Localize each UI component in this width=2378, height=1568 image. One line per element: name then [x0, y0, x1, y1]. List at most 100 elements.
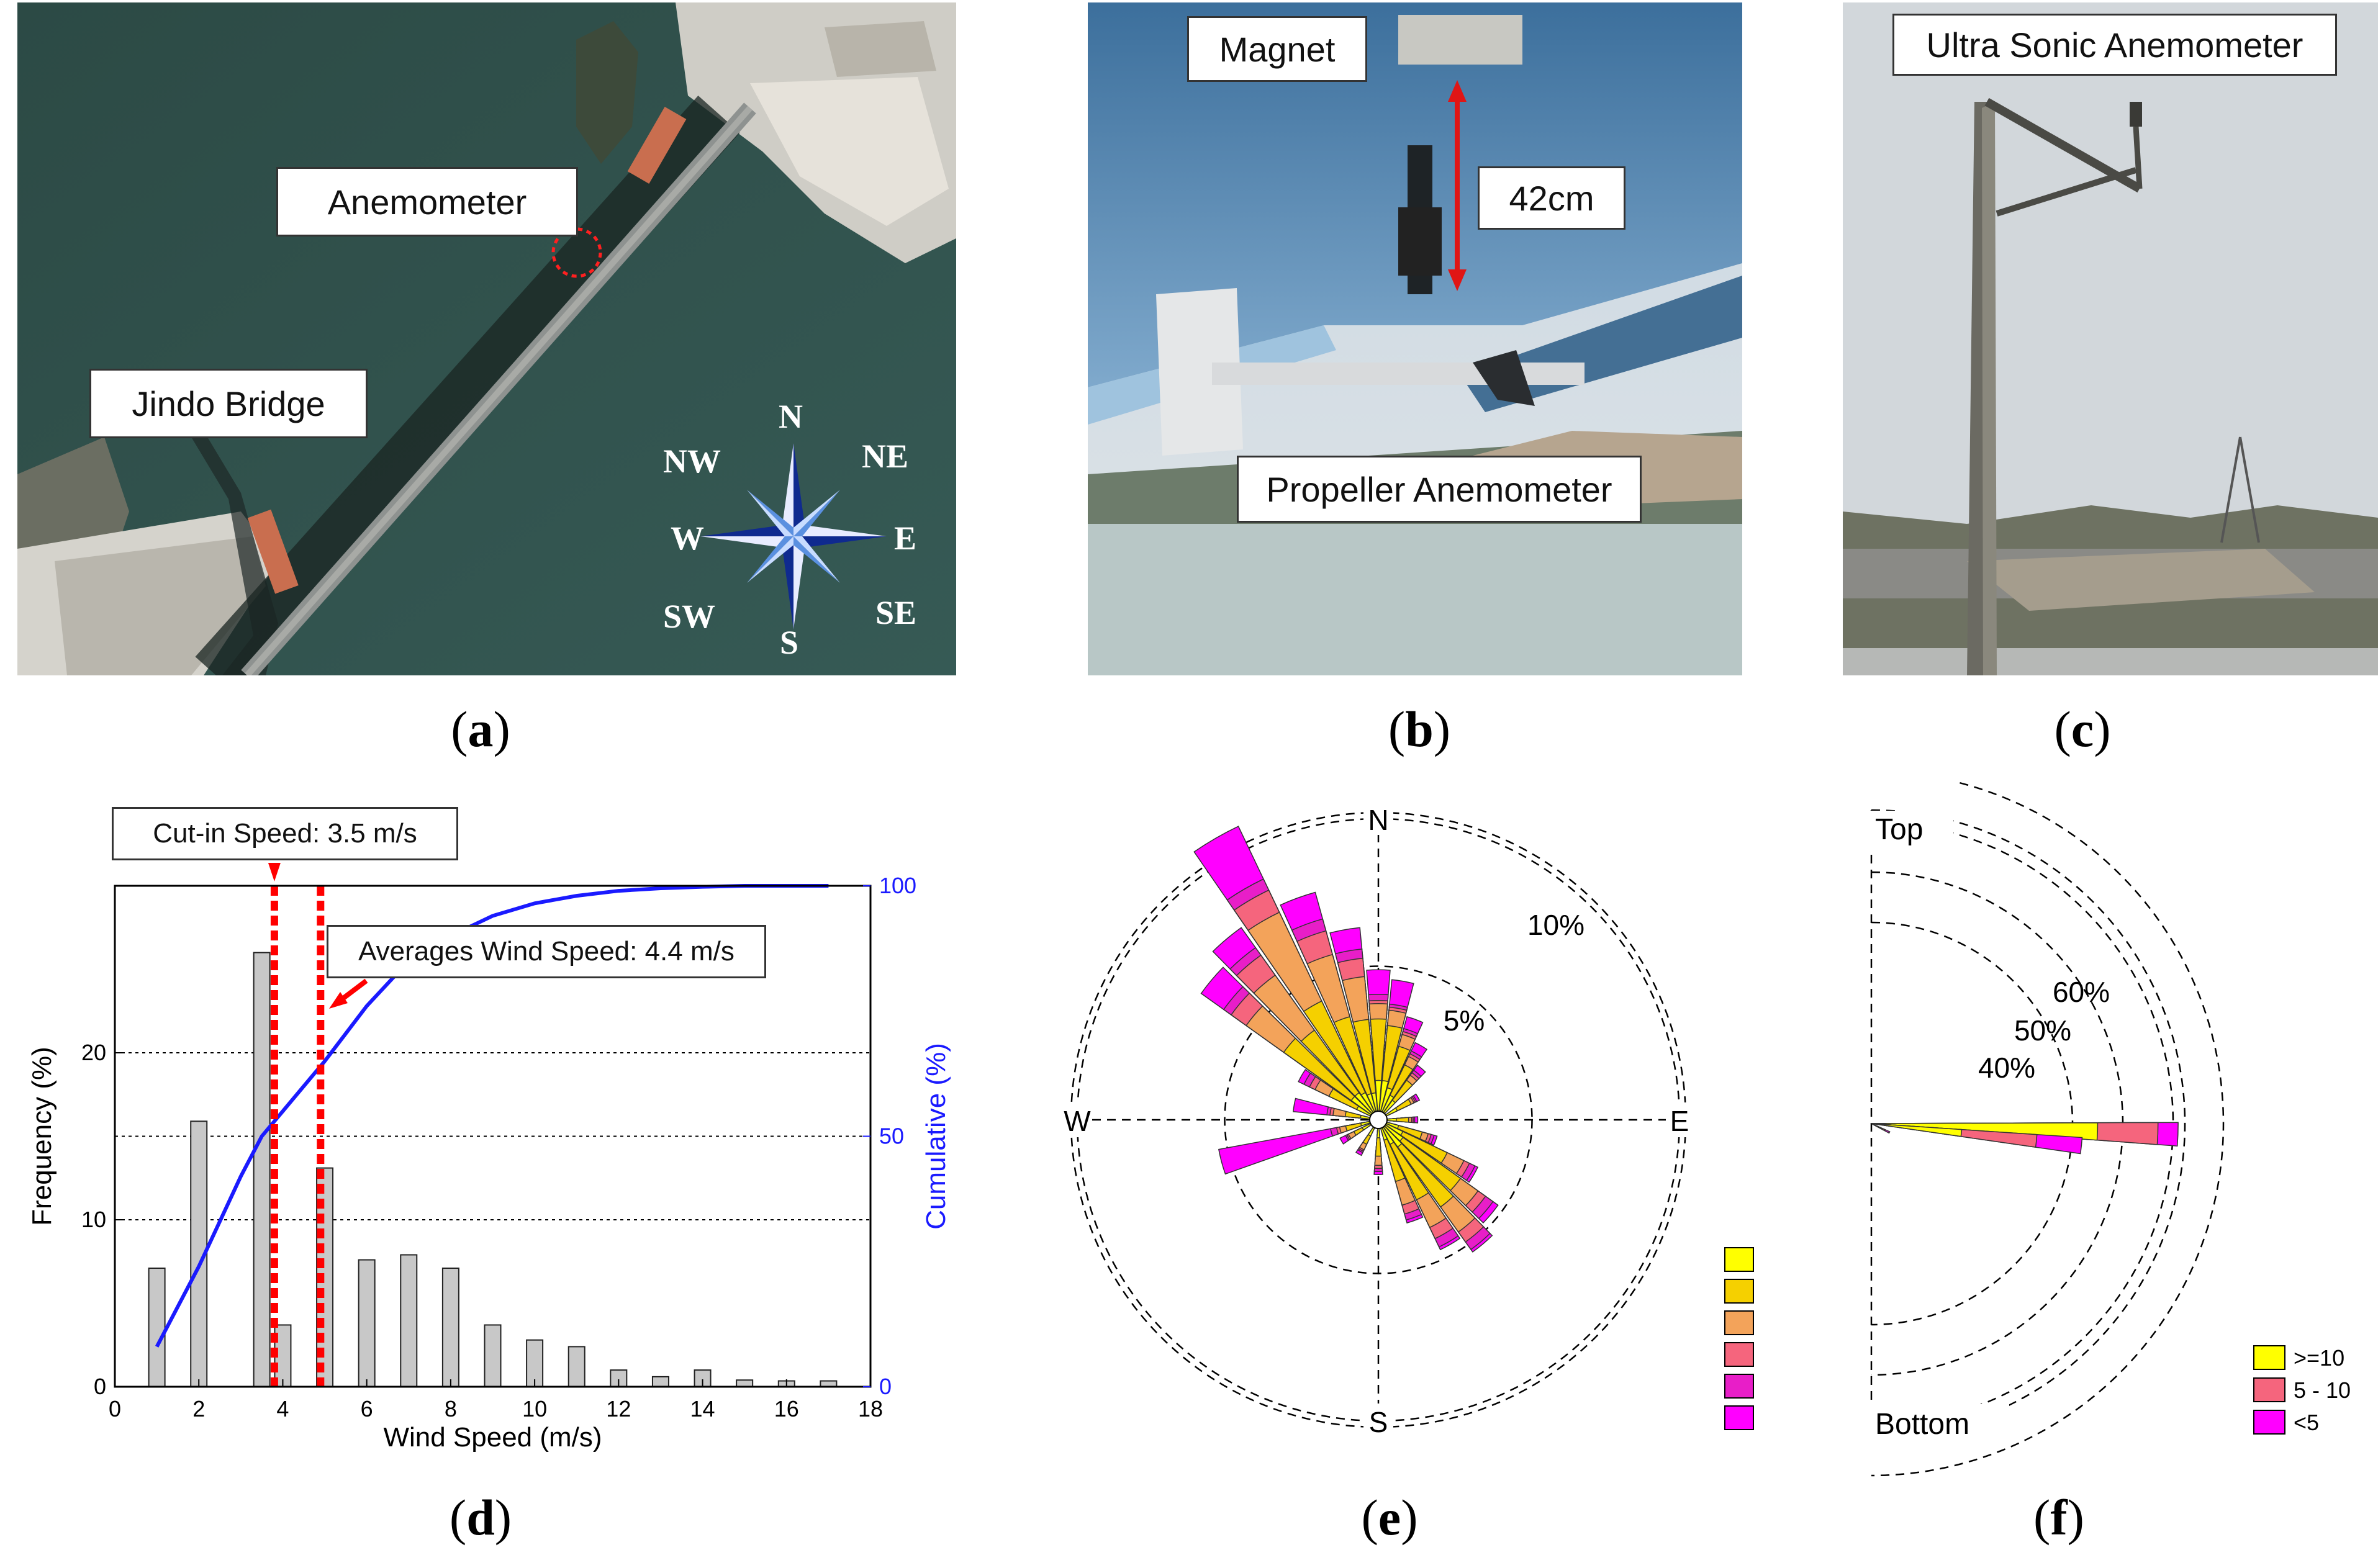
label-backdrop	[1363, 800, 1393, 835]
aerial-photo-graphic	[17, 2, 956, 695]
legend-swatch	[1724, 1342, 1754, 1367]
compass-ne: NE	[862, 438, 909, 475]
compass-s: S	[780, 624, 799, 661]
compass-e: E	[894, 520, 917, 557]
average-arrowhead-icon	[329, 992, 348, 1009]
distance-callout: 42cm	[1478, 166, 1625, 230]
wind-speed-histogram: 0 2 4 6 8 10 12 14 16 18 0 10 20 0 50 100 Wind Speed …	[27, 863, 951, 1453]
histogram-bar	[484, 1324, 502, 1387]
legend-label: <5	[2294, 1410, 2319, 1435]
magnet-callout: Magnet	[1187, 16, 1367, 82]
average-wind-speed-callout: Averages Wind Speed: 4.4 m/s	[327, 925, 766, 978]
panel-label-f: (f)	[2033, 1489, 2084, 1546]
x-tick-label: 14	[690, 1396, 715, 1422]
histogram-bar	[441, 1268, 459, 1388]
jindo-bridge-callout: Jindo Bridge	[89, 369, 368, 438]
histogram-bar	[400, 1254, 418, 1387]
sonic-callout: Ultra Sonic Anemometer	[1892, 14, 2337, 76]
y-axis-label: Frequency (%)	[27, 1047, 57, 1226]
histogram-bar	[253, 952, 271, 1387]
y-tick-label: 20	[81, 1040, 106, 1065]
rose-segment	[1367, 1126, 1375, 1137]
legend-swatch	[2253, 1410, 2285, 1435]
ring-label-50: 50%	[2014, 1014, 2071, 1047]
x-tick-label: 18	[858, 1396, 883, 1422]
ring-label-10: 10%	[1527, 909, 1585, 941]
rose-segment	[1376, 1128, 1381, 1138]
x-tick-label: 2	[192, 1396, 205, 1422]
histogram-bar	[651, 1376, 669, 1388]
legend-swatch	[1724, 1247, 1754, 1272]
label-backdrop	[1061, 1102, 1092, 1137]
x-tick-label: 6	[361, 1396, 373, 1422]
range-ring	[1871, 821, 2174, 1426]
x-tick-label: 10	[522, 1396, 547, 1422]
cut-in-speed-callout: Cut-in Speed: 3.5 m/s	[112, 807, 458, 860]
histogram-bar	[358, 1259, 376, 1388]
histogram-bar	[148, 1268, 166, 1388]
y2-tick-label: 0	[879, 1374, 892, 1399]
legend-swatch	[2253, 1377, 2285, 1402]
y-tick-label: 0	[94, 1374, 106, 1399]
legend-swatch	[1724, 1310, 1754, 1335]
propeller-callout: Propeller Anemometer	[1237, 456, 1642, 523]
compass-sw: SW	[663, 598, 716, 635]
panel-label-b: (b)	[1388, 701, 1451, 757]
ring-label-40: 40%	[1978, 1052, 2035, 1084]
x-tick-label: 0	[109, 1396, 121, 1422]
label-backdrop	[1666, 1102, 1696, 1137]
sonic-anemometer-photo-graphic	[1843, 2, 2378, 675]
anemometer-callout: Anemometer	[276, 167, 578, 237]
direction-label-bottom: Bottom	[1875, 1408, 1969, 1441]
x-tick-label: 16	[774, 1396, 799, 1422]
legend-swatch	[1724, 1279, 1754, 1304]
compass-nw: NW	[663, 443, 721, 480]
histogram-bar	[567, 1346, 585, 1387]
compass-w: W	[671, 520, 704, 557]
x-axis-label: Wind Speed (m/s)	[383, 1422, 602, 1453]
label-backdrop	[1866, 1404, 2009, 1444]
label-backdrop	[1866, 811, 1953, 850]
rose-segment	[1360, 1114, 1371, 1120]
panel-label-a: (a)	[451, 701, 510, 757]
photo-a: Anemometer Jindo Bridge N NE E SE S SW W…	[17, 2, 956, 695]
y2-axis-label: Cumulative (%)	[921, 1043, 951, 1230]
legend-label: 5 - 10	[2294, 1377, 2351, 1403]
range-ring	[1871, 782, 2225, 1477]
direction-label-top: Top	[1875, 813, 1923, 846]
histogram-bar	[736, 1379, 754, 1387]
direction-label-w: W	[1064, 1105, 1091, 1137]
rose-segment	[1871, 1123, 1881, 1129]
bridge-underside-photo-graphic	[1088, 2, 1742, 675]
legend-swatch	[2253, 1345, 2285, 1370]
ring-label-5: 5%	[1444, 1004, 1485, 1037]
x-tick-label: 8	[445, 1396, 457, 1422]
label-backdrop	[1363, 1404, 1393, 1438]
compass-rose-icon	[700, 443, 887, 629]
compass-se: SE	[875, 594, 917, 631]
outer-ring	[1871, 809, 2186, 1438]
compass-n: N	[779, 398, 803, 435]
x-tick-label: 4	[276, 1396, 289, 1422]
direction-label-n: N	[1368, 804, 1388, 836]
direction-label-s: S	[1369, 1406, 1388, 1438]
legend-label: >=10	[2294, 1345, 2344, 1371]
rose-segment	[1871, 1123, 1963, 1137]
y-tick-label: 10	[81, 1207, 106, 1232]
histogram-bar	[526, 1339, 544, 1387]
ring-label-60: 60%	[2053, 976, 2110, 1008]
rose-center	[1369, 1111, 1388, 1129]
direction-label-e: E	[1670, 1105, 1689, 1137]
x-tick-label: 12	[606, 1396, 631, 1422]
photo-b: Magnet 42cm Propeller Anemometer	[1088, 2, 1742, 675]
legend-swatch	[1724, 1374, 1754, 1399]
photo-c: Ultra Sonic Anemometer	[1843, 2, 2378, 675]
cut-in-arrow-icon	[268, 863, 281, 881]
y2-tick-label: 100	[879, 873, 916, 898]
rose-segment	[1386, 1117, 1397, 1122]
y2-tick-label: 50	[879, 1124, 904, 1149]
panel-label-e: (e)	[1361, 1489, 1418, 1546]
panel-label-d: (d)	[449, 1489, 512, 1546]
